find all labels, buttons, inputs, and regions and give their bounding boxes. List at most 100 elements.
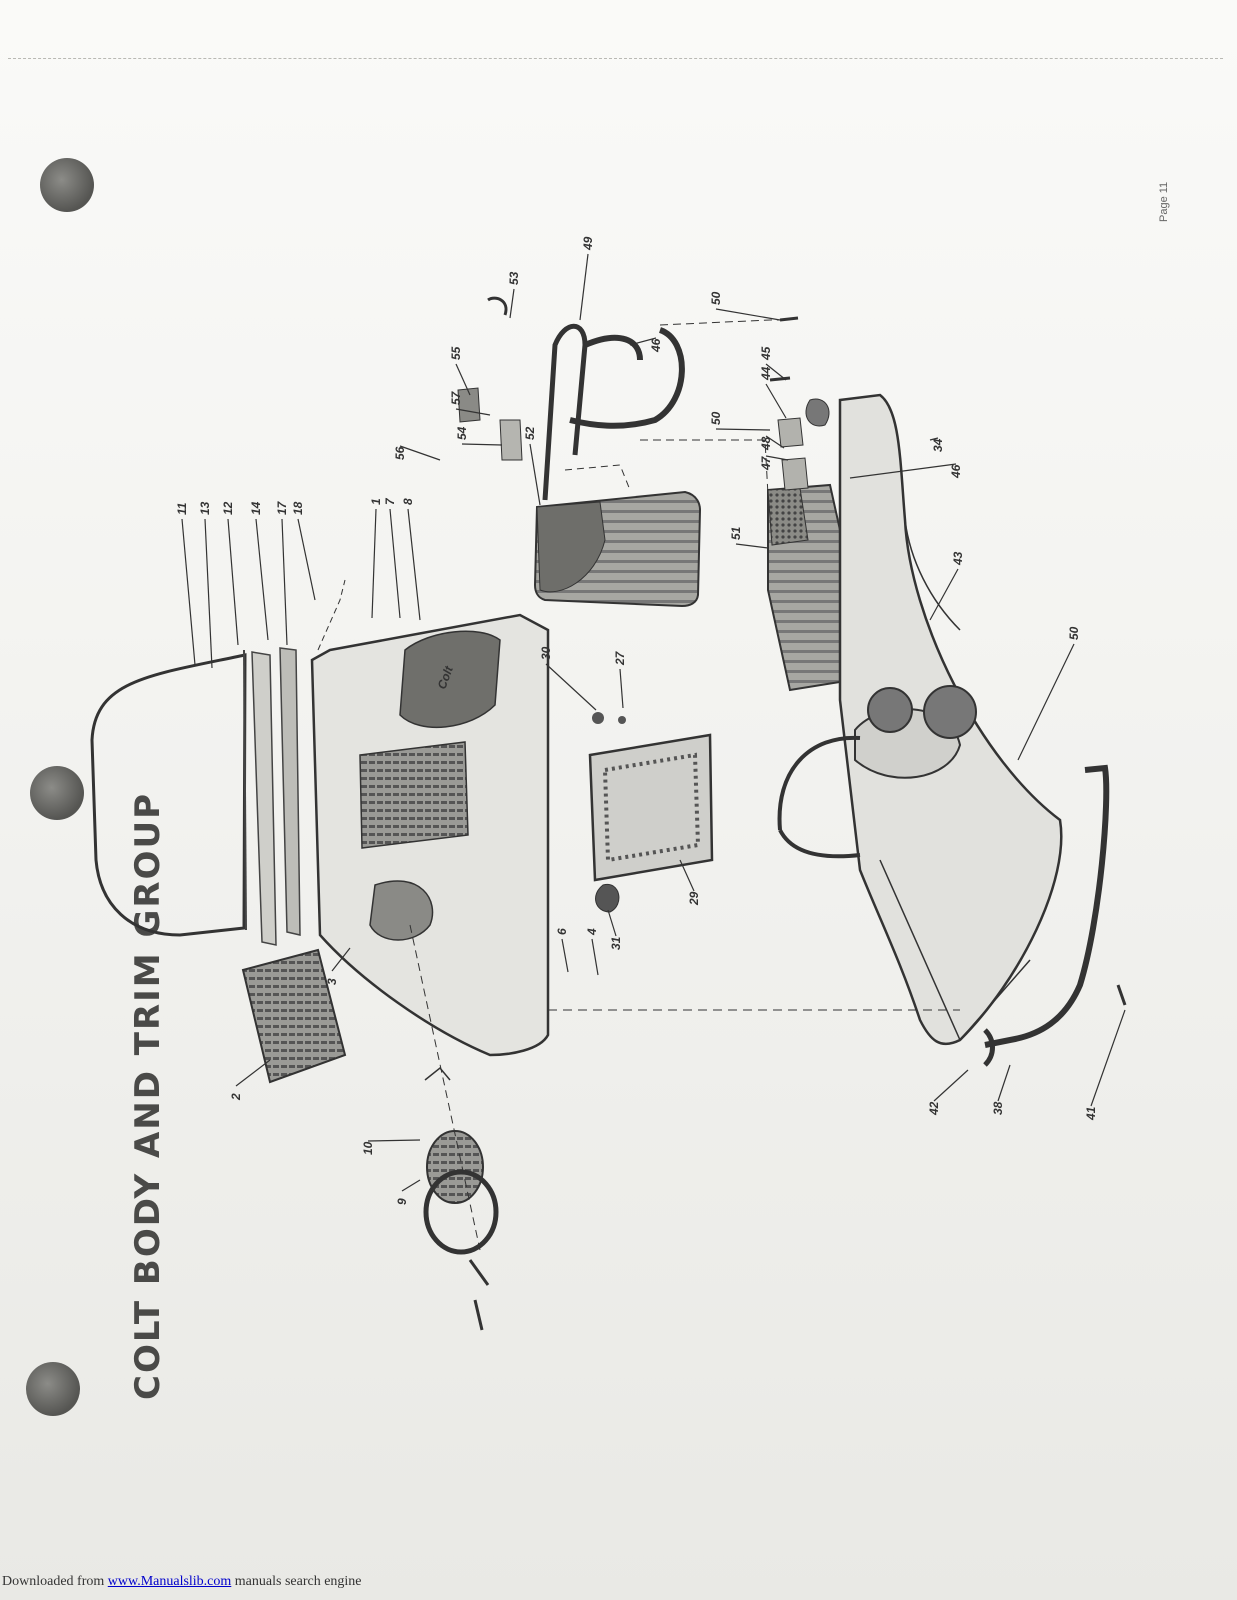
part-label: 18 [291,501,305,515]
part-label: 1 [369,498,383,505]
part-label: 41 [1084,1106,1098,1121]
front-grill [241,948,347,1084]
leader-line [331,947,351,972]
dash-knob [592,712,604,724]
binder-hole-top [40,158,94,212]
hinge-plate [777,417,804,448]
backrest-frame-bar [569,327,685,429]
leader-line [629,337,657,346]
part-label: 7 [383,497,397,505]
part-label: 13 [198,501,212,515]
leader-line [561,938,569,973]
tray-mount-line [640,439,769,496]
leader-line [579,253,589,321]
part-label: 55 [449,346,463,360]
part-label: 17 [275,500,289,515]
headlight-lens [426,1130,484,1204]
page-top-rule [8,58,1223,59]
headlight-bracket [424,1066,451,1081]
leader-line [607,909,617,937]
leader-line [765,435,785,449]
leader-line [765,363,787,381]
leader-line [997,1064,1011,1102]
leader-line [367,1139,421,1142]
part-label: 48 [759,436,773,451]
leader-line [929,568,959,621]
bolt-50-line [659,319,790,326]
part-label: 9 [395,1198,409,1205]
backrest-latch [457,387,481,423]
part-label: 42 [927,1101,941,1116]
hood-vent [359,741,469,849]
leader-line [297,518,316,601]
part-label: 4 [585,928,599,936]
part-label: 27 [613,650,627,666]
part-label: 31 [609,936,623,950]
part-label: 8 [401,498,415,505]
chassis-handle-bar [777,735,861,859]
part-label: 6 [555,928,569,935]
leader-line [181,518,196,666]
leader-line [735,543,769,549]
leader-line [715,308,781,321]
part-label: 2 [229,1093,243,1101]
gauge-hole-left [867,687,913,733]
leader-line [371,508,377,619]
leader-line [255,518,269,641]
leader-line [235,1059,271,1087]
leader-line [619,668,624,709]
leader-lines [181,253,1126,1192]
part-label: 3 [325,978,339,985]
footer-link[interactable]: www.Manualslib.com [107,1574,232,1589]
leader-line [461,443,503,446]
leader-line [929,437,939,441]
leader-line [529,443,541,506]
part-label: 10 [361,1141,375,1155]
part-label: 46 [949,464,963,479]
backrest-frame-left [542,323,588,501]
dash-console [588,733,714,882]
part-label: 44 [759,366,773,381]
part-label: 14 [249,501,263,515]
footer-prefix: Downloaded from [2,1574,108,1589]
leader-line [765,455,789,461]
leader-line [204,518,213,669]
backrest-plate [499,419,523,461]
leader-line [591,938,599,976]
part-label: 50 [1067,626,1081,640]
part-label: 54 [455,426,469,440]
headlight-screws [468,1259,490,1331]
leader-line [455,408,491,416]
part-label: 12 [221,501,235,515]
seat-mount-line [564,464,631,491]
chassis-side-rib [904,519,961,631]
leader-line [765,383,787,419]
binder-hole-middle [30,766,84,820]
footer: Downloaded from www.Manualslib.com manua… [2,1574,362,1590]
hinge-bolt [769,376,791,382]
leader-line [1017,643,1075,761]
bumper-screw [1116,984,1127,1006]
colt-decal [399,630,501,728]
leader-line [1090,1009,1126,1107]
leader-line [389,508,401,619]
leader-line [509,288,515,319]
windshield-edge [243,649,247,931]
part-label: 46 [649,338,663,353]
part-label: 30 [539,646,553,660]
leader-line [455,363,471,396]
ignition-switch [595,883,620,913]
part-label: 29 [687,891,701,906]
binder-hole-bottom [26,1362,80,1416]
dash-console-opening [602,752,701,863]
chassis-lower-edge [879,859,1031,1042]
leader-line [849,463,957,479]
part-label: 56 [393,446,407,460]
leader-line [679,859,695,892]
part-label: 38 [991,1101,1005,1115]
part-label: 11 [175,502,189,515]
dash-screw [618,716,626,724]
leader-line [545,663,597,711]
